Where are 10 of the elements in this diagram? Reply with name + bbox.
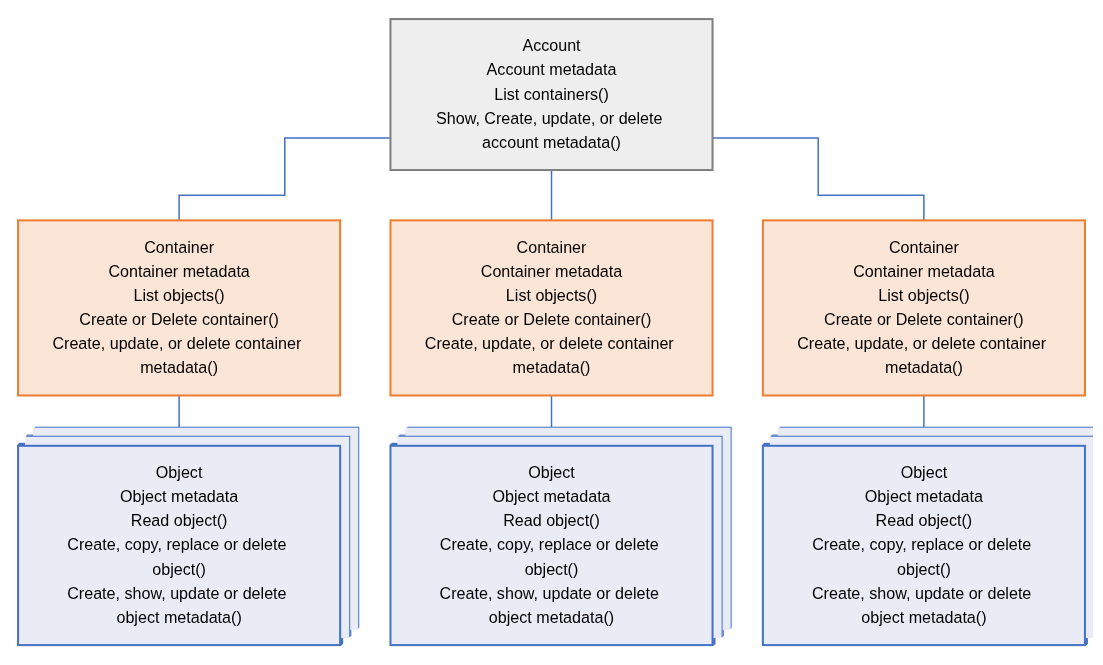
node-box: Container Container metadata List objects() Create or Delete container() Create, update, or delete container metadata() bbox=[17, 219, 342, 397]
node-box: Container Container metadata List objects() Create or Delete container() Create, update, or delete container metadata() bbox=[389, 219, 714, 397]
node-box: Object Object metadata Read object() Create, copy, replace or delete object() Create, show, update or delete object metadata() bbox=[17, 445, 342, 647]
node-box: Container Container metadata List objects() Create or Delete container() Create, update, or delete container metadata() bbox=[761, 219, 1086, 397]
connector bbox=[550, 395, 553, 447]
node-box: Object Object metadata Read object() Create, copy, replace or delete object() Create, show, update or delete object metadata() bbox=[761, 445, 1086, 647]
connector bbox=[178, 395, 180, 447]
node-box: Object Object metadata Read object() Create, copy, replace or delete object() Create, show, update or delete object metadata() bbox=[389, 445, 714, 647]
node-box: Account Account metadata List containers() Show, Create, update, or delete account metadata() bbox=[389, 18, 714, 172]
connector bbox=[923, 395, 925, 447]
